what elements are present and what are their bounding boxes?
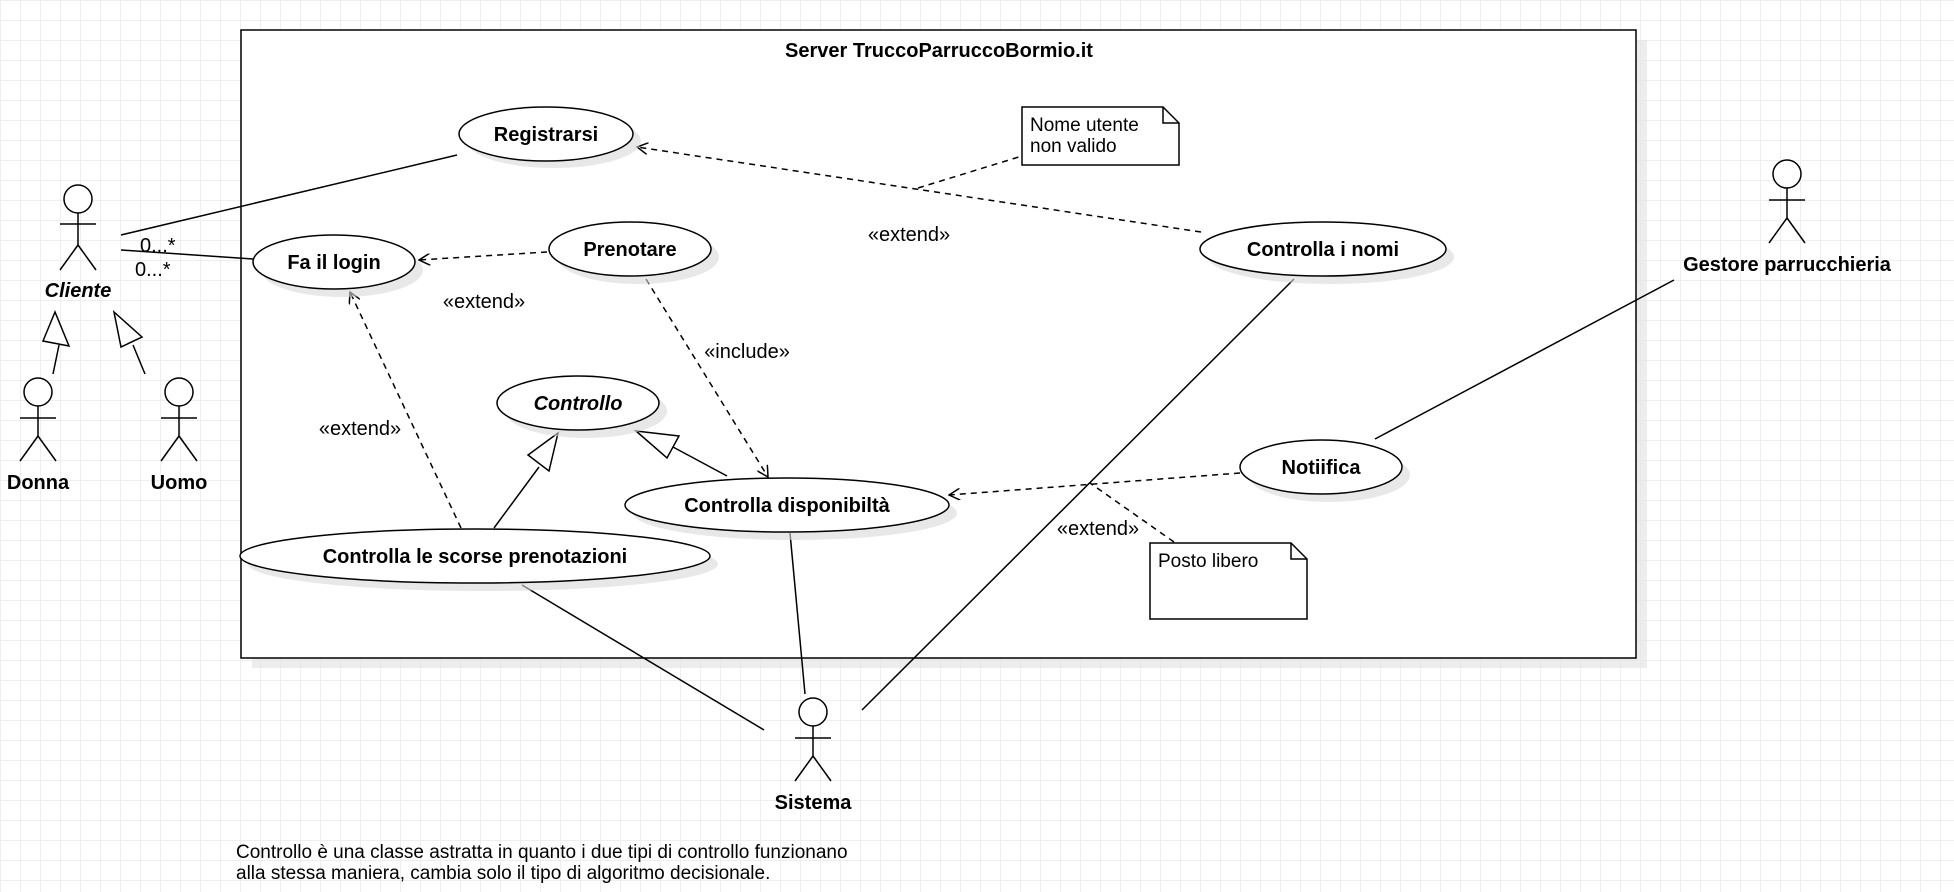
association-cliente-login[interactable] (120, 249, 254, 260)
note-nome-utente[interactable]: Nome utente non valido (1021, 106, 1180, 166)
use-case-controlla-scorse[interactable]: Controlla le scorse prenotazioni (239, 528, 718, 591)
actor-cliente-label: Cliente (45, 280, 112, 302)
actor-uomo-label: Uomo (151, 472, 208, 494)
note-nome-utente-line1: Nome utente (1030, 115, 1139, 136)
generalization-disponibilita-controllo[interactable] (633, 429, 681, 460)
generalizations (41, 309, 728, 529)
use-case-registrarsi-label: Registrarsi (494, 124, 599, 146)
extend-controlla-nomi-registrarsi[interactable] (637, 147, 1202, 233)
note-posto-libero-text: Posto libero (1158, 551, 1258, 572)
use-case-controlla-nomi-label: Controlla i nomi (1247, 239, 1399, 261)
note-link-nome-utente[interactable] (917, 155, 1023, 189)
use-case-controllo-label: Controllo (534, 393, 623, 415)
actor-gestore-label: Gestore parrucchieria (1683, 254, 1892, 276)
generalization-uomo-cliente[interactable] (112, 309, 144, 349)
label-include: «include» (704, 341, 790, 363)
actor-donna-figure (19, 377, 57, 462)
actor-sistema-label: Sistema (775, 792, 853, 814)
extend-notifica-disponibilita[interactable] (949, 472, 1241, 495)
use-case-prenotare[interactable]: Prenotare (548, 221, 719, 284)
footnote-line2: alla stessa maniera, cambia solo il tipo… (236, 863, 771, 884)
actor-uomo[interactable]: Uomo (151, 377, 208, 494)
note-nome-utente-line2: non valido (1030, 136, 1117, 157)
association-sistema-disponibilita[interactable] (789, 532, 806, 695)
actor-sistema[interactable]: Sistema (775, 697, 853, 814)
include-prenotare-disponibilita[interactable] (645, 278, 768, 477)
actor-uomo-figure (160, 377, 198, 462)
actor-sistema-figure (794, 697, 832, 782)
actor-cliente[interactable]: Cliente (45, 184, 112, 302)
multiplicity-login-upper: 0...* (140, 235, 176, 257)
actor-donna[interactable]: Donna (7, 377, 70, 494)
use-case-registrarsi[interactable]: Registrarsi (458, 106, 641, 168)
actor-donna-label: Donna (7, 472, 70, 494)
use-case-controlla-disponibilita[interactable]: Controlla disponibiltà (624, 477, 957, 540)
system-title: Server TruccoParruccoBormio.it (785, 40, 1093, 62)
use-case-controlla-scorse-label: Controlla le scorse prenotazioni (323, 546, 628, 568)
association-sistema-controlla-nomi[interactable] (861, 278, 1295, 711)
dependencies (350, 147, 1241, 543)
footnote: Controllo è una classe astratta in quant… (236, 842, 848, 884)
use-case-controlla-nomi[interactable]: Controlla i nomi (1199, 221, 1454, 284)
actor-gestore[interactable]: Gestore parrucchieria (1683, 159, 1892, 276)
association-sistema-scorse[interactable] (521, 584, 765, 731)
association-cliente-registrarsi[interactable] (120, 154, 458, 236)
footnote-line1: Controllo è una classe astratta in quant… (236, 842, 848, 863)
use-case-notifica[interactable]: Notiifica (1239, 439, 1410, 502)
label-extend-prenotare: «extend» (443, 291, 525, 313)
multiplicity-login-lower: 0...* (135, 259, 171, 281)
relation-labels: «extend» «extend» «include» «extend» «ex… (135, 224, 1139, 540)
association-gestore-notifica[interactable] (1374, 279, 1675, 440)
use-case-controllo[interactable]: Controllo (496, 375, 667, 438)
label-extend-scorse: «extend» (319, 418, 401, 440)
use-case-notifica-label: Notiifica (1282, 457, 1362, 479)
use-case-controlla-disponibilita-label: Controlla disponibiltà (684, 495, 890, 517)
note-posto-libero[interactable]: Posto libero (1149, 542, 1308, 620)
label-extend-controlla-nomi: «extend» (868, 224, 950, 246)
associations (120, 154, 1675, 731)
generalization-donna-cliente[interactable] (41, 310, 71, 347)
use-case-login-label: Fa il login (287, 252, 380, 274)
actor-cliente-figure (59, 184, 97, 271)
use-case-login[interactable]: Fa il login (252, 234, 423, 297)
label-extend-notifica: «extend» (1057, 518, 1139, 540)
use-case-prenotare-label: Prenotare (583, 239, 676, 261)
actor-gestore-figure (1768, 159, 1806, 244)
generalization-scorse-controllo[interactable] (526, 431, 560, 473)
